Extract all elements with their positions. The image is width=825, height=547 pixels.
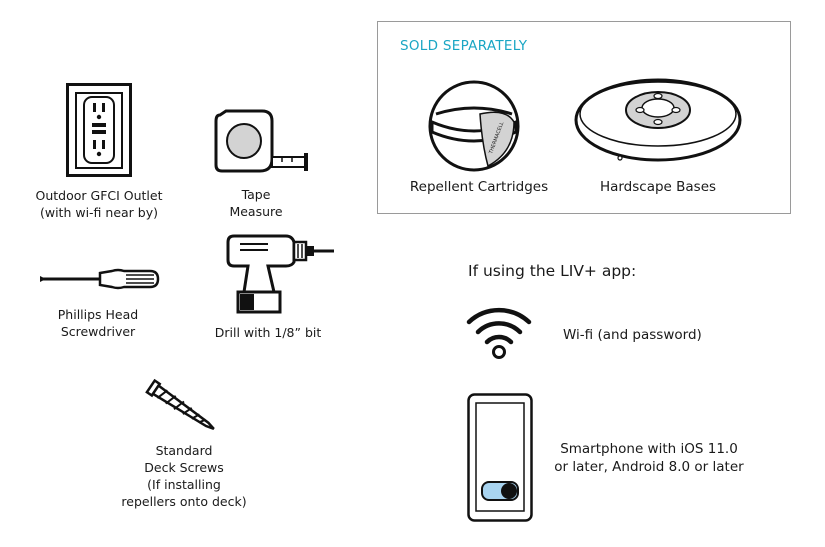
repellent-cartridges-label: Repellent Cartridges xyxy=(409,179,549,195)
app-heading: If using the LIV+ app: xyxy=(468,262,637,280)
smartphone-icon xyxy=(467,393,533,522)
deck-screw-icon xyxy=(145,378,215,431)
gfci-outlet-icon xyxy=(66,83,132,177)
sold-separately-panel: SOLD SEPARATELY THERMACELL Repellent Car… xyxy=(377,21,791,214)
wifi-label: Wi-fi (and password) xyxy=(563,327,702,343)
hardscape-bases-label: Hardscape Bases xyxy=(599,179,717,195)
drill-label: Drill with 1/8” bit xyxy=(214,325,322,340)
screwdriver-icon xyxy=(40,268,160,290)
outlet-label: Outdoor GFCI Outlet (with wi-fi near by) xyxy=(35,188,163,220)
sold-separately-title: SOLD SEPARATELY xyxy=(400,38,528,54)
deck-screws-label: Standard Deck Screws (If installing repe… xyxy=(121,443,247,509)
tape-measure-label: Tape Measure xyxy=(229,187,283,219)
hardscape-base-icon xyxy=(574,78,742,162)
repellent-cartridge-icon: THERMACELL xyxy=(428,80,520,172)
drill-icon xyxy=(226,234,334,314)
screwdriver-label: Phillips Head Screwdriver xyxy=(57,307,139,339)
wifi-icon xyxy=(466,307,532,359)
smartphone-label: Smartphone with iOS 11.0 or later, Andro… xyxy=(554,441,744,475)
tape-measure-icon xyxy=(214,109,308,173)
